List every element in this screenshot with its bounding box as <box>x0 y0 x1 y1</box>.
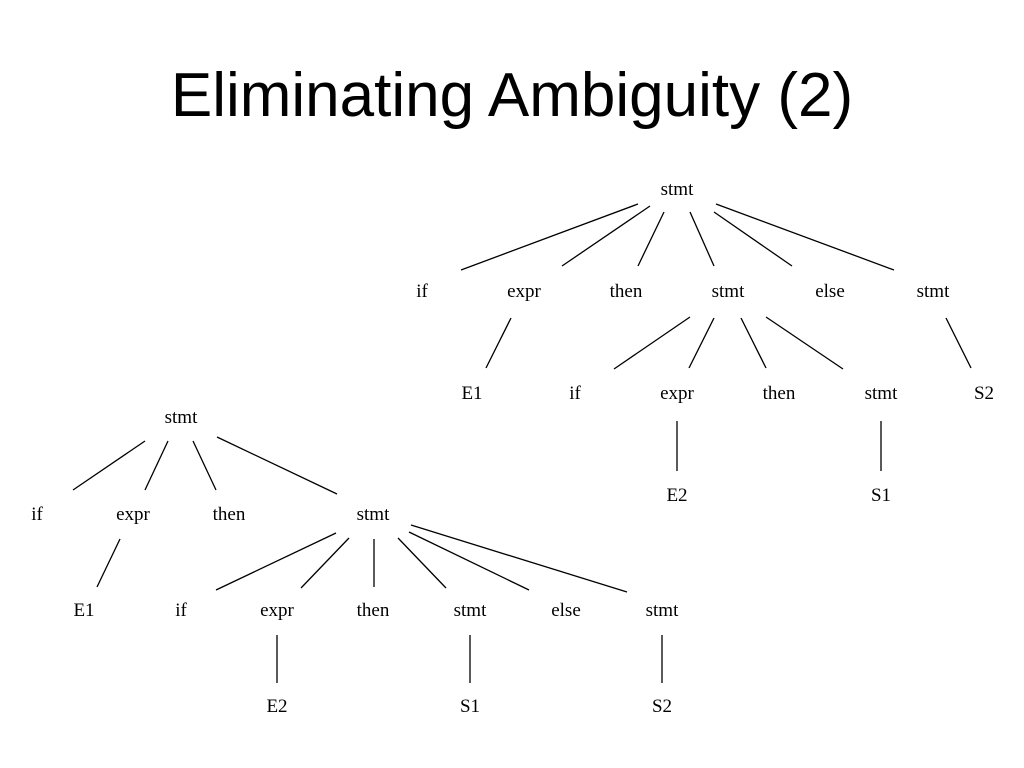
tree-node: if <box>31 504 43 525</box>
tree-edge <box>715 203 895 271</box>
tree-edge <box>397 537 447 589</box>
tree-edge <box>408 531 530 591</box>
tree-node: then <box>213 504 246 525</box>
tree-edge <box>689 211 715 267</box>
tree-edge <box>561 205 651 267</box>
tree-node: stmt <box>661 179 694 200</box>
tree-edge <box>300 537 350 589</box>
tree-node: stmt <box>917 281 950 302</box>
tree-edge <box>765 316 844 370</box>
tree-edge <box>96 538 121 588</box>
tree-node: expr <box>260 600 294 621</box>
tree-node: expr <box>507 281 541 302</box>
tree-node: E2 <box>266 696 287 717</box>
tree-node: if <box>569 383 581 404</box>
tree-edge <box>72 440 146 491</box>
tree-node: if <box>416 281 428 302</box>
tree-node: else <box>815 281 845 302</box>
tree-node: else <box>551 600 581 621</box>
tree-edge <box>713 211 793 267</box>
parse-tree-top: stmt if expr then stmt else stmt E1 if e… <box>416 179 994 506</box>
tree-node: S1 <box>871 485 891 506</box>
parse-tree-bottom: stmt if expr then stmt E1 if expr then s… <box>31 407 679 717</box>
tree-node: stmt <box>865 383 898 404</box>
tree-node: stmt <box>454 600 487 621</box>
tree-node: then <box>357 600 390 621</box>
tree-edge <box>740 317 767 369</box>
tree-edge <box>637 211 665 267</box>
tree-edge <box>945 317 972 369</box>
tree-edge <box>216 436 338 495</box>
tree-node: S2 <box>974 383 994 404</box>
tree-node: then <box>763 383 796 404</box>
tree-node: stmt <box>712 281 745 302</box>
tree-edge <box>613 316 691 370</box>
tree-edge <box>192 440 217 491</box>
tree-node: S2 <box>652 696 672 717</box>
tree-node: S1 <box>460 696 480 717</box>
tree-edge <box>485 317 512 369</box>
tree-edge <box>215 532 337 591</box>
tree-edge <box>688 317 715 369</box>
tree-node: E1 <box>73 600 94 621</box>
tree-node: stmt <box>357 504 390 525</box>
tree-node: then <box>610 281 643 302</box>
tree-edge <box>460 203 639 271</box>
tree-node: E1 <box>461 383 482 404</box>
tree-edge <box>410 524 628 593</box>
tree-node: expr <box>116 504 150 525</box>
tree-node: stmt <box>165 407 198 428</box>
tree-node: E2 <box>666 485 687 506</box>
tree-edge <box>144 440 169 491</box>
tree-node: if <box>175 600 187 621</box>
tree-node: expr <box>660 383 694 404</box>
slide-title: Eliminating Ambiguity (2) <box>170 61 854 130</box>
tree-node: stmt <box>646 600 679 621</box>
